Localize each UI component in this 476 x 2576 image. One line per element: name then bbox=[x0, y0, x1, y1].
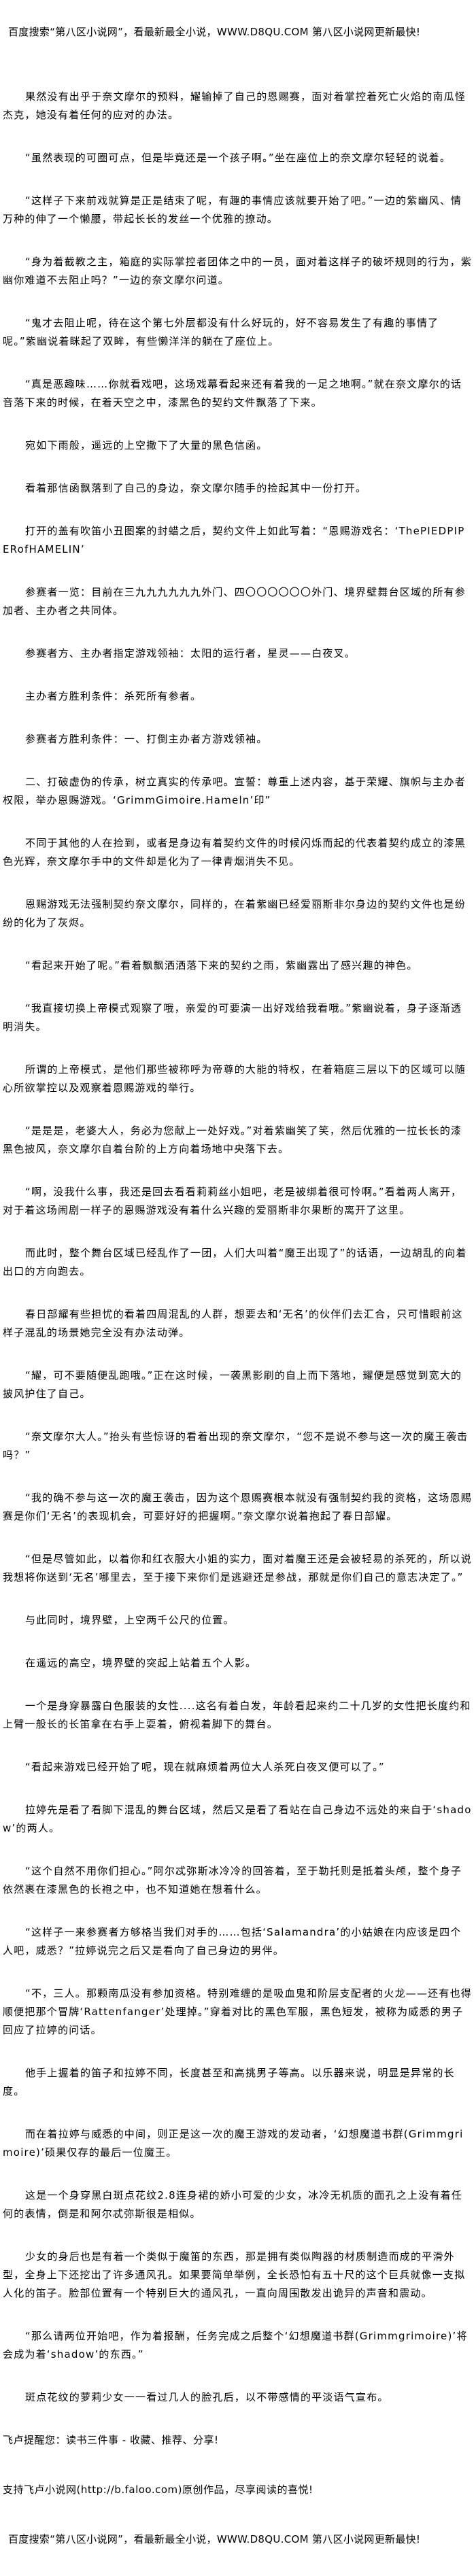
story-paragraph: “鬼才去阻止呢，待在这个第七外层都没有什么好玩的，好不容易发生了有趣的事情了呢。… bbox=[3, 317, 439, 347]
story-paragraph: 看着那信函飘落到了自己的身边，奈文摩尔随手的捡起其中一份打开。 bbox=[25, 482, 367, 494]
story-paragraph: “这样子下来前戏就算是正是结束了呢，有趣的事情应该就要开始了吧。”一边的紫幽风、… bbox=[3, 194, 462, 225]
site-banner-top: 百度搜索“第八区小说网”，看最新最全小说，WWW.D8QU.COM 第八区小说网… bbox=[8, 26, 421, 38]
story-paragraph: 一个是身穿暴露白色服装的女性....这名有着白发，年龄看起来约二十几岁的女性把长… bbox=[3, 1700, 471, 1730]
story-paragraph: 拉婷先是看了看脚下混乱的舞台区域，然后又是看了看站在自己身边不远处的来自于‘sh… bbox=[3, 1804, 472, 1834]
story-paragraph: 所谓的上帝模式，是他们那些被称呼为帝尊的大能的特权，在着箱庭三层以下的区域可以随… bbox=[3, 1063, 466, 1094]
story-paragraph: 与此同时，境界壁，上空两千公尺的位置。 bbox=[25, 1614, 235, 1626]
footer: 飞卢提醒您：读书三件事 - 收藏、推荐、分享! 支持飞卢小说网(http://b… bbox=[3, 2431, 472, 2499]
story-paragraph: 少女的身后也是有着一个类似于魔笛的东西，那是拥有类似陶器的材质制造而成的平滑外型… bbox=[3, 2250, 466, 2299]
story-paragraph: 而在着拉婷与威悉的中间，则正是这一次的魔王游戏的发动者，‘幻想魔道书群(Grim… bbox=[3, 2128, 464, 2159]
story-paragraph: “是是是，老婆大人，务必为您献上一处好戏。”对着紫幽笑了笑，然后优雅的一拉长长的… bbox=[3, 1124, 462, 1155]
story-paragraph: “那么请两位开始吧，作为着报酬，任务完成之后整个‘幻想魔道书群(Grimmgri… bbox=[3, 2330, 468, 2360]
story-paragraph: 在遥远的高空，境界壁的突起上站着五个人影。 bbox=[25, 1657, 257, 1669]
story-paragraph: “这个自然不用你们担心。”阿尔忒弥斯冰冷冷的回答着，至于勒托则是抵着头颅，整个身… bbox=[3, 1865, 462, 1895]
story-paragraph: “啊，没我什么事，我还是回去看看莉莉丝小姐吧，老是被绑着很可怜啊。”看着两人离开… bbox=[3, 1186, 462, 1216]
story-paragraph: “看起来游戏已经开始了呢，现在就麻烦着两位大人杀死白夜叉便可以了。” bbox=[25, 1761, 385, 1773]
story-paragraph: 他手上握着的笛子和拉婷不同，长度甚至和高挑男子等高。以乐器来说，明显是异常的长度… bbox=[3, 2067, 455, 2097]
story-paragraph: 而此时，整个舞台区域已经乱作了一团，人们大叫着“魔王出现了”的话语，一边胡乱的向… bbox=[3, 1247, 467, 1277]
story-paragraph: “看起来开始了呢。”看着飘飘洒洒落下来的契约之雨，紫幽露出了感兴趣的神色。 bbox=[25, 959, 418, 972]
story-paragraph: 二、打破虚伪的传承，树立真实的传承吧。宣誓：尊重上述内容，基于荣耀、旗帜与主办者… bbox=[3, 776, 466, 806]
story-paragraph: 主办者方胜利条件：杀死所有参者。 bbox=[25, 690, 202, 702]
story-paragraph: 宛如下雨般，遥远的上空撒下了大量的黑色信函。 bbox=[25, 439, 268, 451]
reading-reminder: 飞卢提醒您：读书三件事 - 收藏、推荐、分享! bbox=[3, 2434, 219, 2446]
story-paragraph: 不同于其他的人在捡到，或者是身边有着契约文件的时候闪烁而起的代表着契约成立的漆黑… bbox=[3, 837, 466, 868]
story-paragraph: “我的确不参与这一次的魔王袭击，因为这个恩赐赛根本就没有强制契约我的资格，这场恩… bbox=[3, 1492, 472, 1522]
story-paragraph: “真是恶趣味……你就看戏吧，这场戏幕看起来还有着我的一足之地啊。”就在奈文摩尔的… bbox=[3, 378, 462, 409]
story-paragraph: “虽然表现的可圈可点，但是毕竟还是一个孩子啊。”坐在座位上的奈文摩尔轻轻的说着。 bbox=[25, 152, 452, 164]
chapter-body: 果然没有出乎于奈文摩尔的预料，耀输掉了自己的恩赐赛，面对着掌控着死亡火焰的南瓜怪… bbox=[3, 88, 472, 2407]
story-paragraph: 参赛者方、主办者指定游戏领袖：太阳的运行者，星灵——白夜叉。 bbox=[25, 647, 356, 659]
support-notice: 支持飞卢小说网(http://b.faloo.com)原创作品，尽享阅读的喜悦! bbox=[3, 2484, 313, 2496]
site-banner-bottom: 百度搜索“第八区小说网”，看最新最全小说，WWW.D8QU.COM 第八区小说网… bbox=[8, 2533, 421, 2545]
story-paragraph: “奈文摩尔大人。”抬头有些惊讶的看着出现的奈文摩尔，“您不是说不参与这一次的魔王… bbox=[3, 1430, 469, 1461]
story-paragraph: 斑点花纹的萝莉少女一一看过几人的脸孔后，以不带感情的平淡语气宣布。 bbox=[25, 2391, 389, 2403]
story-paragraph: 参赛者方胜利条件：一、打倒主办者方游戏领袖。 bbox=[25, 733, 268, 745]
story-paragraph: “耀，可不要随便乱跑哦。”正在这时候，一袭黑影刷的自上而下落地，耀便是感觉到宽大… bbox=[3, 1369, 462, 1400]
story-paragraph: 打开的盖有吹笛小丑图案的封蜡之后，契约文件上如此写着：“恩赐游戏名：‘ThePI… bbox=[3, 525, 465, 555]
story-paragraph: 恩赐游戏无法强制契约奈文摩尔，同样的，在着紫幽已经爱丽斯非尔身边的契约文件也是纷… bbox=[3, 898, 466, 929]
story-paragraph: 果然没有出乎于奈文摩尔的预料，耀输掉了自己的恩赐赛，面对着掌控着死亡火焰的南瓜怪… bbox=[3, 90, 466, 121]
story-paragraph: “这样子一来参赛者方够格当我们对手的……包括‘Salamandra’的小姑娘在内… bbox=[3, 1926, 462, 1957]
story-paragraph: 春日部耀有些担忧的看着四周混乱的人群，想要去和‘无名’的伙伴们去汇合，只可惜眼前… bbox=[3, 1308, 463, 1339]
story-paragraph: “我直接切换上帝模式观察了哦，亲爱的可要演一出好戏给我看哦。”紫幽说着，身子逐渐… bbox=[3, 1002, 462, 1033]
story-paragraph: “但是尽管如此，以着你和红衣服大小姐的实力，面对着魔王还是会被轻易的杀死的，所以… bbox=[3, 1553, 472, 1583]
story-paragraph: 参赛者一览：目前在三九九九九九九外门、四〇〇〇〇〇〇外门、境界壁舞台区域的所有参… bbox=[3, 586, 466, 617]
story-paragraph: “身为着截教之主，箱庭的实际掌控者团体之中的一员，面对着这样子的破坏规则的行为，… bbox=[3, 256, 472, 286]
story-paragraph: 这是一个身穿黑白斑点花纹2.8连身裙的娇小可爱的少女，冰冷无机质的面孔之上没有着… bbox=[3, 2189, 463, 2220]
story-paragraph: “不，三人。那颗南瓜没有参加资格。特别难缠的是吸血鬼和阶层支配者的火龙——还有也… bbox=[3, 1987, 472, 2036]
